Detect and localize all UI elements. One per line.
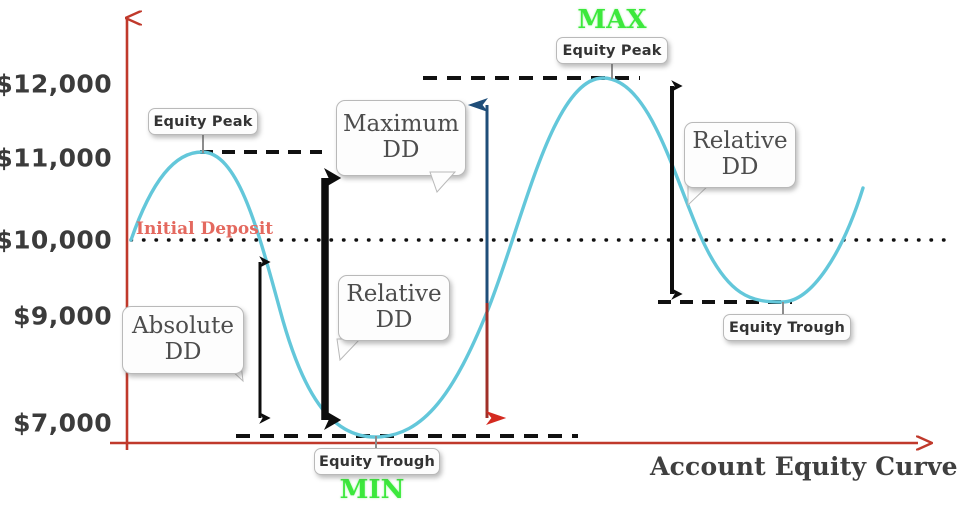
callout-equity-peak-max: Equity Peak	[556, 37, 668, 64]
callout-equity-trough-right: Equity Trough	[723, 314, 851, 341]
callout-equity-peak-left: Equity Peak	[148, 108, 258, 135]
equity-peak-max-stem	[611, 62, 613, 79]
initial-deposit-label: Initial Deposit	[136, 219, 274, 239]
equity-curve-path	[129, 76, 865, 439]
callout-equity-trough-min: Equity Trough	[314, 448, 440, 475]
equity-peak-left-stem	[202, 134, 204, 153]
min-label: MIN	[339, 475, 405, 505]
y-tick-9000: $9,000	[13, 301, 112, 331]
callout-relative-dd-left-text: Relative DD	[346, 281, 442, 333]
callout-relative-dd-right-text: Relative DD	[692, 128, 788, 180]
callout-absolute-dd: Absolute DD	[122, 306, 244, 374]
equity-trough-right-stem	[782, 302, 784, 316]
y-tick-7000: $7,000	[13, 408, 112, 438]
max-label: MAX	[577, 5, 647, 35]
y-tick-12000: $12,000	[0, 69, 112, 99]
y-tick-10000: $10,000	[0, 225, 112, 255]
x-axis-title: Account Equity Curve	[650, 452, 958, 481]
callout-maximum-dd: Maximum DD	[336, 100, 466, 176]
callout-maximum-dd-text: Maximum DD	[342, 111, 460, 163]
callout-relative-dd-right: Relative DD	[684, 122, 796, 188]
y-tick-11000: $11,000	[0, 143, 112, 173]
equity-trough-min-stem	[375, 436, 377, 450]
callout-absolute-dd-text: Absolute DD	[132, 313, 235, 365]
callout-relative-dd-left: Relative DD	[338, 275, 450, 341]
